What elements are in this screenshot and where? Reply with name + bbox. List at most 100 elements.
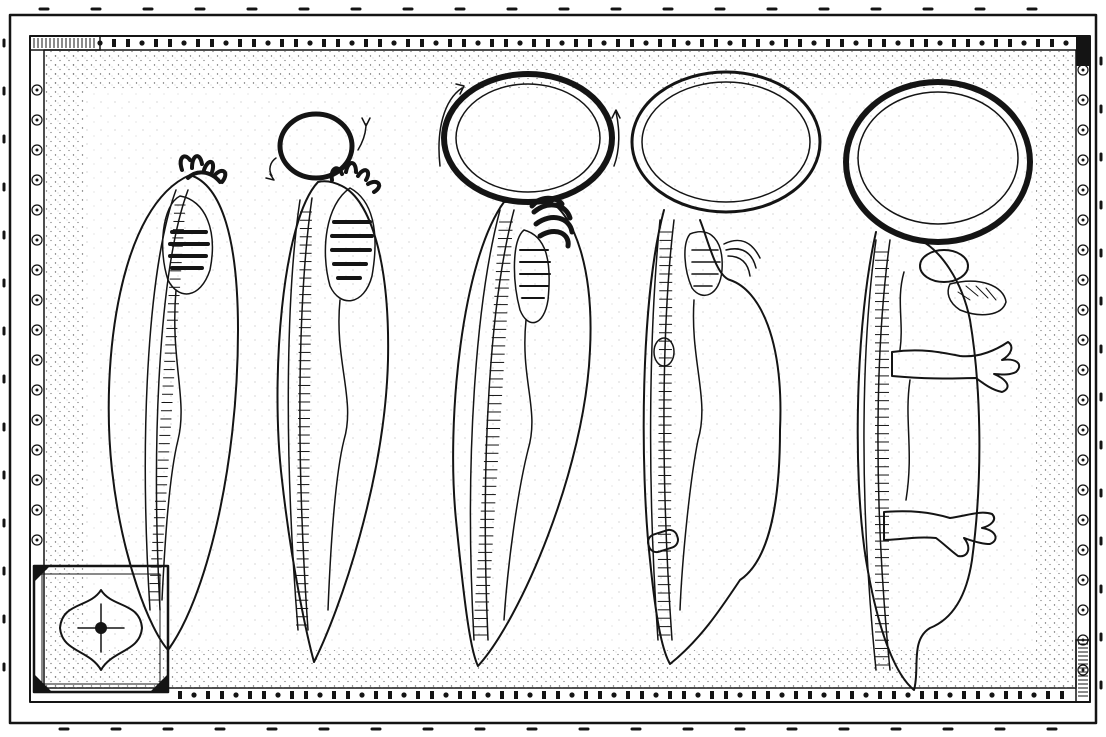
border-ring-center xyxy=(36,269,39,272)
border-dot xyxy=(359,692,364,697)
border-ring-center xyxy=(1082,549,1085,552)
border-dash xyxy=(220,691,224,699)
border-ring-center xyxy=(1082,69,1085,72)
border-dash xyxy=(332,691,336,699)
border-dot xyxy=(233,692,238,697)
border-ring-center xyxy=(36,479,39,482)
border-dash xyxy=(584,691,588,699)
border-dash xyxy=(248,691,252,699)
border-ring-center xyxy=(1082,249,1085,252)
border-dash xyxy=(346,691,350,699)
border-dash xyxy=(976,691,980,699)
border-dot xyxy=(1021,40,1026,45)
border-dash xyxy=(616,39,620,47)
border-dot xyxy=(643,40,648,45)
border-dash xyxy=(416,691,420,699)
border-dot xyxy=(1063,40,1068,45)
border-dot xyxy=(475,40,480,45)
border-ring-center xyxy=(1082,489,1085,492)
border-ring-center xyxy=(1082,159,1085,162)
border-dash xyxy=(1060,691,1064,699)
border-dash xyxy=(798,39,802,47)
border-dash xyxy=(374,691,378,699)
border-ring-center xyxy=(36,359,39,362)
border-dot xyxy=(727,40,732,45)
border-dash xyxy=(766,691,770,699)
border-dot xyxy=(895,40,900,45)
border-ring-center xyxy=(36,539,39,542)
border-dash xyxy=(126,39,130,47)
border-dot xyxy=(391,40,396,45)
border-dash xyxy=(378,39,382,47)
border-dash xyxy=(840,39,844,47)
border-dash xyxy=(724,691,728,699)
border-dot xyxy=(779,692,784,697)
border-ring-center xyxy=(36,89,39,92)
border-dot xyxy=(401,692,406,697)
border-dash xyxy=(542,691,546,699)
border-ring-center xyxy=(1082,369,1085,372)
border-dash xyxy=(1018,691,1022,699)
border-dash xyxy=(500,691,504,699)
border-dash xyxy=(966,39,970,47)
border-dot xyxy=(937,40,942,45)
border-dash xyxy=(206,691,210,699)
border-dash xyxy=(532,39,536,47)
border-dash xyxy=(280,39,284,47)
border-dash xyxy=(672,39,676,47)
border-dash xyxy=(1046,691,1050,699)
border-dot xyxy=(653,692,658,697)
border-ring-center xyxy=(1082,519,1085,522)
border-corner-block xyxy=(1076,36,1090,66)
border-dot xyxy=(989,692,994,697)
border-dot xyxy=(349,40,354,45)
border-dot xyxy=(517,40,522,45)
border-dash xyxy=(962,691,966,699)
border-dash xyxy=(868,39,872,47)
border-dash xyxy=(794,691,798,699)
border-dot xyxy=(695,692,700,697)
border-dash xyxy=(630,39,634,47)
border-dash xyxy=(514,691,518,699)
border-ring-center xyxy=(36,419,39,422)
border-ring-center xyxy=(1082,189,1085,192)
border-dash xyxy=(640,691,644,699)
border-dash xyxy=(430,691,434,699)
border-dot xyxy=(853,40,858,45)
border-dash xyxy=(878,691,882,699)
border-dot xyxy=(769,40,774,45)
border-dot xyxy=(275,692,280,697)
border-dash xyxy=(556,691,560,699)
border-dash xyxy=(448,39,452,47)
border-dash xyxy=(406,39,410,47)
border-dot xyxy=(979,40,984,45)
border-ring-center xyxy=(1082,609,1085,612)
border-dash xyxy=(658,39,662,47)
border-dash xyxy=(1050,39,1054,47)
border-dash xyxy=(1004,691,1008,699)
border-dot xyxy=(1031,692,1036,697)
border-ring-center xyxy=(1082,339,1085,342)
border-dot xyxy=(685,40,690,45)
border-dash xyxy=(262,691,266,699)
border-dot xyxy=(611,692,616,697)
border-ring-center xyxy=(36,239,39,242)
border-dot xyxy=(265,40,270,45)
border-dash xyxy=(210,39,214,47)
border-dash xyxy=(574,39,578,47)
border-dot xyxy=(947,692,952,697)
border-ring-center xyxy=(1082,579,1085,582)
border-dash xyxy=(294,39,298,47)
border-ring-center xyxy=(1082,669,1085,672)
border-ring-center xyxy=(36,179,39,182)
border-dash xyxy=(626,691,630,699)
border-dash xyxy=(490,39,494,47)
border-dash xyxy=(714,39,718,47)
border-dash xyxy=(458,691,462,699)
border-dash xyxy=(304,691,308,699)
border-dot xyxy=(569,692,574,697)
border-ring-center xyxy=(1082,309,1085,312)
border-dot xyxy=(485,692,490,697)
border-dash xyxy=(994,39,998,47)
